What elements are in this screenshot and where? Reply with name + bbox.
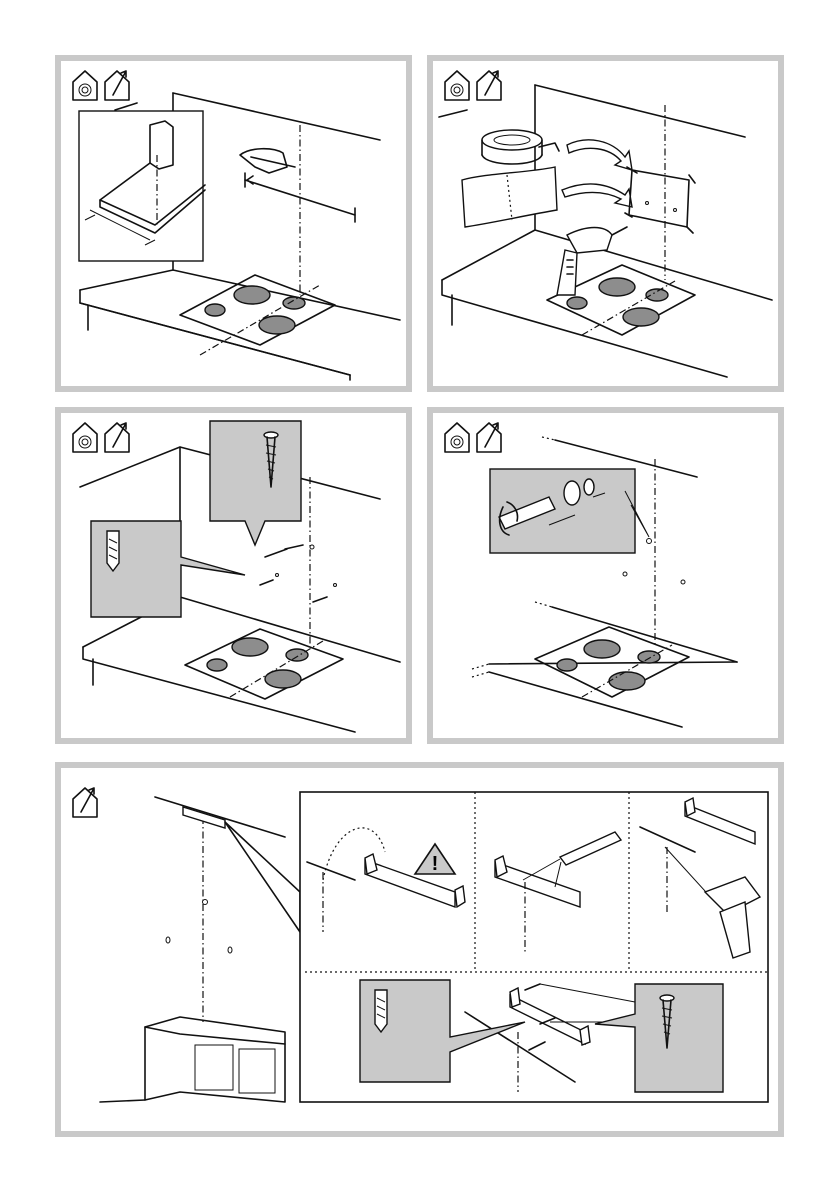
step-5-illustration: ! xyxy=(55,762,784,1137)
house-arrow-icon xyxy=(73,788,97,817)
step-1-panel xyxy=(55,55,412,392)
step-5-panel: ! xyxy=(55,762,784,1137)
house-arrow-icon xyxy=(477,423,501,452)
step-4-illustration xyxy=(427,407,784,744)
step-3-panel xyxy=(55,407,412,744)
hood-inset xyxy=(79,111,203,261)
step-3-illustration xyxy=(55,407,412,744)
warning-symbol: ! xyxy=(432,853,439,875)
wall-plug-icon xyxy=(107,531,119,571)
step-1-illustration xyxy=(55,55,412,392)
house-arrow-icon xyxy=(477,71,501,100)
house-spiral-icon xyxy=(73,71,97,100)
house-spiral-icon xyxy=(73,423,97,452)
screwdriver-callout xyxy=(490,469,635,553)
screw-callout xyxy=(210,421,301,545)
house-arrow-icon xyxy=(105,71,129,100)
wall-plug-icon xyxy=(375,990,387,1032)
step-2-illustration xyxy=(427,55,784,392)
house-spiral-icon xyxy=(445,423,469,452)
step-4-panel xyxy=(427,407,784,744)
house-arrow-icon xyxy=(105,423,129,452)
step-2-panel xyxy=(427,55,784,392)
house-spiral-icon xyxy=(445,71,469,100)
